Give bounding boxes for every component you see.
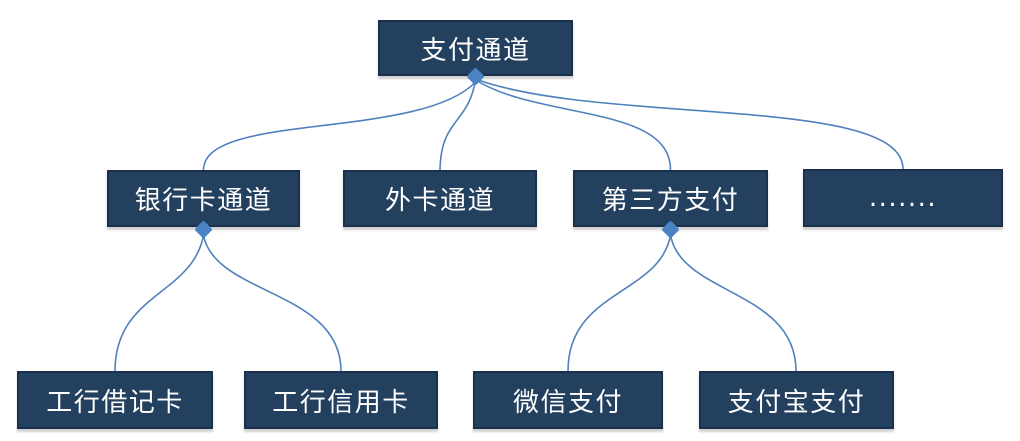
node-ellipsis: .......: [803, 169, 1003, 227]
connector-root-foreign: [439, 79, 477, 171]
connector-bank-debit: [114, 234, 205, 372]
node-alipay-pay-label: 支付宝支付: [727, 387, 866, 418]
node-ellipsis-label: .......: [868, 183, 938, 213]
connector-thirdparty-wechat: [567, 234, 672, 372]
node-icbc-credit-card: 工行信用卡: [244, 371, 438, 429]
node-payment-channel-label: 支付通道: [420, 35, 531, 66]
node-bank-card-channel-label: 银行卡通道: [134, 186, 273, 216]
node-third-party-payment-label: 第三方支付: [601, 186, 740, 216]
node-bank-card-channel: 银行卡通道: [107, 170, 300, 227]
node-icbc-debit-card-label: 工行借记卡: [46, 387, 184, 418]
node-icbc-credit-card-label: 工行信用卡: [272, 387, 410, 418]
node-alipay-pay: 支付宝支付: [699, 371, 894, 429]
node-icbc-debit-card: 工行借记卡: [17, 371, 213, 429]
node-payment-channel: 支付通道: [378, 20, 573, 76]
connector-root-bank: [202, 81, 477, 171]
node-third-party-payment: 第三方支付: [573, 170, 768, 227]
node-wechat-pay-label: 微信支付: [512, 387, 623, 418]
node-foreign-card-channel: 外卡通道: [343, 170, 537, 227]
connector-root-ellipsis: [475, 78, 904, 170]
connector-thirdparty-alipay: [669, 234, 797, 372]
node-wechat-pay: 微信支付: [473, 371, 663, 429]
connector-root-thirdparty: [475, 79, 672, 171]
connector-bank-credit: [202, 234, 342, 372]
node-foreign-card-channel-label: 外卡通道: [384, 186, 495, 216]
